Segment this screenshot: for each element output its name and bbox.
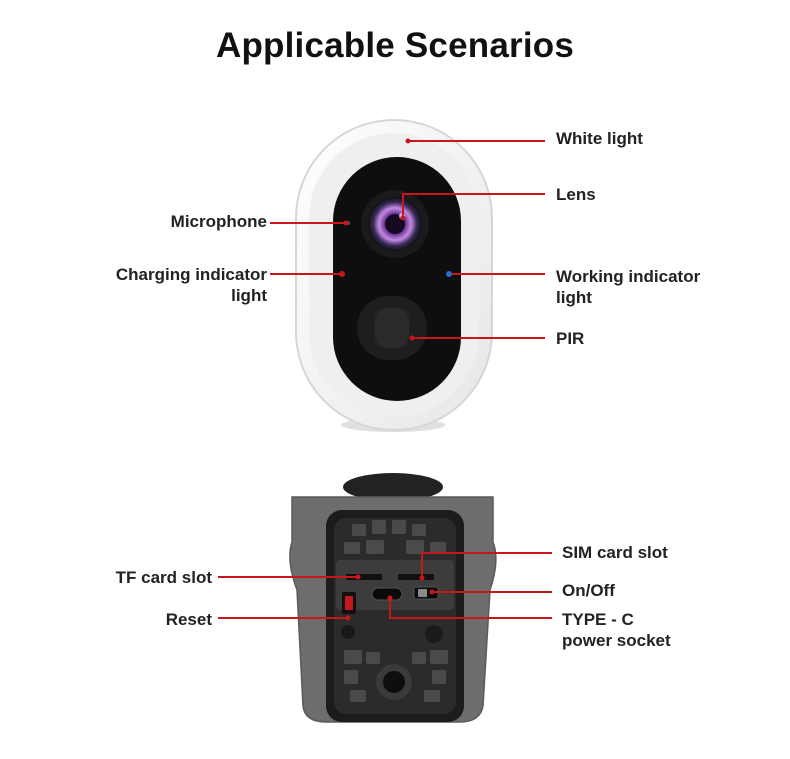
- callout-type-c: [389, 598, 552, 619]
- label-charging-line-2: light: [231, 286, 267, 305]
- callout-lens: [402, 193, 545, 218]
- type-c-port: [371, 587, 403, 601]
- pir-lens: [375, 308, 409, 348]
- mount-grid: [344, 520, 446, 554]
- charging-led: [339, 271, 345, 277]
- label-charging-indicator: Charging indicator light: [116, 264, 267, 306]
- dot-white-light: [405, 138, 411, 144]
- reset-button: [345, 596, 353, 610]
- lower-grid: [344, 650, 448, 702]
- back-callouts: [218, 552, 552, 619]
- tripod-mount-hole: [383, 671, 405, 693]
- label-reset: Reset: [165, 610, 212, 629]
- label-working-line-2: light: [556, 288, 592, 307]
- sim-card-slot: [398, 574, 434, 580]
- dot-sim: [419, 575, 425, 581]
- label-tf-card-slot: TF card slot: [115, 568, 212, 587]
- label-working-line-1: Working indicator: [556, 267, 701, 286]
- screw-hole-right: [425, 625, 443, 643]
- label-lens: Lens: [556, 185, 596, 204]
- dot-lens: [400, 215, 406, 221]
- dot-reset: [345, 615, 351, 621]
- label-microphone: Microphone: [170, 212, 267, 231]
- label-on-off: On/Off: [562, 581, 615, 600]
- label-type-c-line-2: power socket: [562, 631, 671, 650]
- on-off-knob: [418, 589, 427, 597]
- lens-center: [385, 214, 405, 234]
- front-callouts: [270, 140, 545, 339]
- mount-top: [343, 473, 443, 501]
- dot-on-off: [429, 589, 435, 595]
- label-type-c: TYPE - C power socket: [562, 609, 671, 651]
- label-white-light: White light: [556, 129, 643, 148]
- screw-hole-left: [341, 625, 355, 639]
- page-title: Applicable Scenarios: [215, 26, 575, 65]
- dot-microphone: [343, 220, 349, 226]
- dot-pir: [409, 335, 415, 341]
- tf-card-slot: [346, 574, 382, 580]
- dot-type-c: [387, 595, 393, 601]
- callout-sim: [421, 552, 552, 578]
- label-type-c-line-1: TYPE - C: [562, 610, 634, 629]
- label-charging-line-1: Charging indicator: [115, 265, 267, 284]
- label-working-indicator: Working indicator light: [556, 266, 700, 308]
- camera-front: [295, 119, 493, 432]
- working-led: [446, 271, 452, 277]
- label-pir: PIR: [556, 329, 585, 348]
- label-sim-card-slot: SIM card slot: [562, 543, 668, 562]
- camera-back: [289, 473, 497, 723]
- dot-tf: [355, 574, 361, 580]
